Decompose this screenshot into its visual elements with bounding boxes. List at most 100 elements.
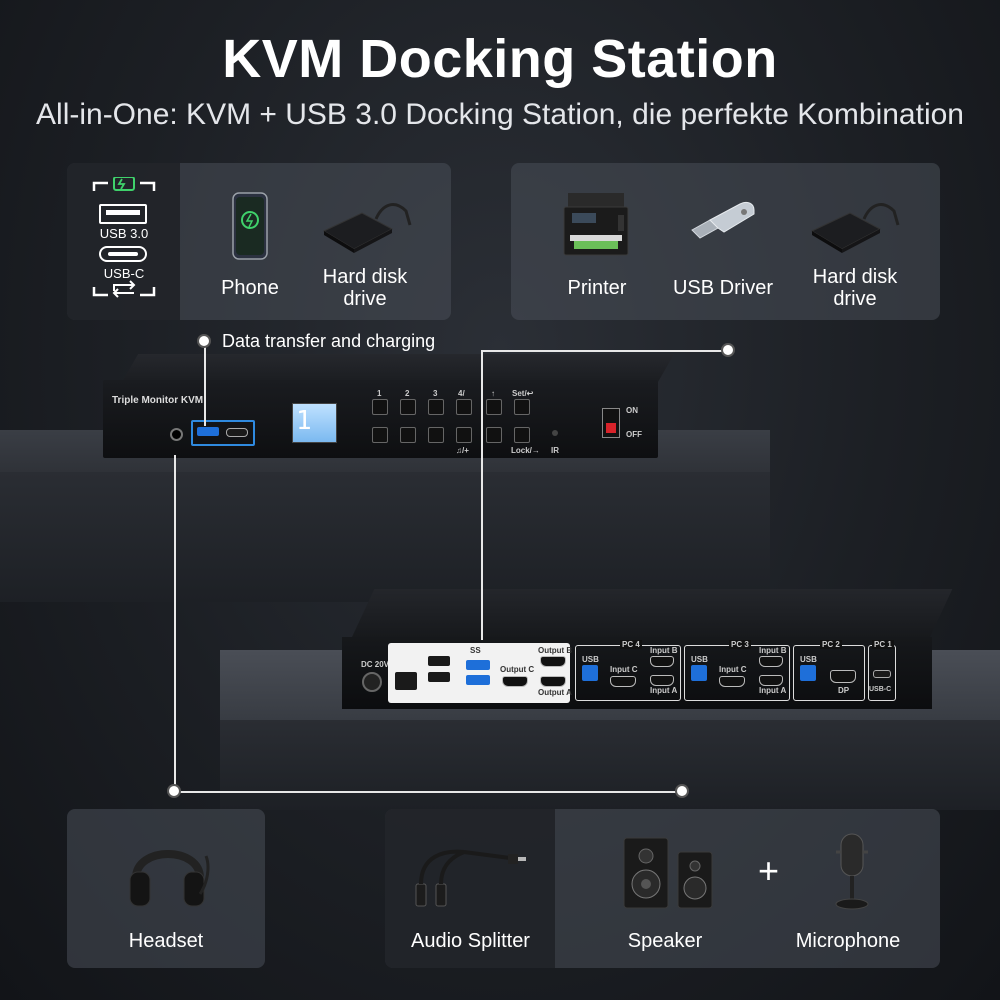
lock-label: Lock/→ xyxy=(511,446,540,455)
connector-line xyxy=(482,350,728,352)
lock-button[interactable] xyxy=(514,427,530,443)
microphone-icon xyxy=(832,832,872,917)
pc4-input-a-label: Input A xyxy=(650,686,678,695)
pc2-dp-port xyxy=(830,670,856,683)
upper-step xyxy=(0,472,770,602)
pc4-usb-label: USB xyxy=(582,655,599,664)
usb-button[interactable] xyxy=(486,427,502,443)
usb3-label: USB 3.0 xyxy=(99,226,149,241)
dock-ports-panel xyxy=(388,643,570,703)
pc2-label: PC 2 xyxy=(820,640,842,649)
pc1-audio-button[interactable] xyxy=(372,427,388,443)
pc4-input-b-label: Input B xyxy=(650,646,678,655)
dc-label: DC 20V xyxy=(361,660,390,669)
pc3-label: PC 3 xyxy=(729,640,751,649)
output-c-label: Output C xyxy=(500,665,535,674)
pc3-input-c-port xyxy=(719,676,745,687)
pc3-usb-label: USB xyxy=(691,655,708,664)
ss-label: SS xyxy=(470,646,481,655)
pc3-audio-button[interactable] xyxy=(428,427,444,443)
data-transfer-callout: Data transfer and charging xyxy=(222,331,436,351)
btn-number-set: Set/↩ xyxy=(512,389,534,398)
headset-jack xyxy=(170,428,183,441)
printer-label: Printer xyxy=(567,277,627,299)
kvm-back-top xyxy=(352,589,953,637)
btn-number-4: 4/ xyxy=(458,389,465,398)
pc3-input-b-label: Input B xyxy=(759,646,787,655)
hdd-label-left: Hard disk drive xyxy=(322,266,408,310)
pc4-label: PC 4 xyxy=(620,640,642,649)
external-hdd-icon xyxy=(808,195,900,260)
ir-sensor xyxy=(552,430,558,436)
btn-number-up: ↑ xyxy=(491,389,495,398)
pc3-input-a-port xyxy=(759,675,783,686)
usb-flash-drive-icon xyxy=(688,200,758,249)
page-subtitle: All-in-One: KVM + USB 3.0 Docking Statio… xyxy=(36,98,964,131)
audio-splitter-label: Audio Splitter xyxy=(411,930,530,952)
pc4-button[interactable] xyxy=(456,399,472,415)
connector-line xyxy=(481,350,483,640)
connector-line xyxy=(174,791,682,793)
headset-icon xyxy=(126,832,210,917)
pc1-label: PC 1 xyxy=(872,640,894,649)
lcd-digit: 1 xyxy=(296,406,312,436)
headset-label: Headset xyxy=(128,930,204,952)
connector-dot xyxy=(721,343,735,357)
pc4-input-b-port xyxy=(650,656,674,667)
connector-line xyxy=(204,342,206,426)
audio-plus-label: ♫/+ xyxy=(456,446,469,455)
pc4-input-c-label: Input C xyxy=(610,665,638,674)
pc2-audio-button[interactable] xyxy=(400,427,416,443)
audio-plus-button[interactable] xyxy=(456,427,472,443)
switch-off-label: OFF xyxy=(626,430,642,439)
plus-sign: + xyxy=(758,850,780,891)
output-a-label: Output A xyxy=(538,688,572,697)
usb-driver-label: USB Driver xyxy=(672,277,773,299)
power-switch[interactable] xyxy=(602,408,620,438)
smartphone-icon xyxy=(232,192,268,265)
pc1-button[interactable] xyxy=(372,399,388,415)
connector-line xyxy=(174,455,176,792)
usbc-label: USB-C xyxy=(103,266,145,281)
microphone-label: Microphone xyxy=(795,930,901,952)
output-b-hdmi xyxy=(540,656,566,667)
pc3-button[interactable] xyxy=(428,399,444,415)
pc3-input-b-port xyxy=(759,656,783,667)
printer-icon xyxy=(560,191,632,266)
audio-splitter-icon xyxy=(414,836,526,917)
ir-label: IR xyxy=(551,446,559,455)
bottom-left-card xyxy=(67,809,265,968)
btn-number-2: 2 xyxy=(405,389,410,398)
phone-label: Phone xyxy=(221,277,279,299)
usb3-port-1 xyxy=(466,660,490,670)
connector-dot xyxy=(675,784,689,798)
pc4-input-c-port xyxy=(610,676,636,687)
pc3-input-c-label: Input C xyxy=(719,665,747,674)
hdd-label-right: Hard disk drive xyxy=(812,266,898,310)
speaker-icon xyxy=(622,832,714,915)
btn-number-1: 1 xyxy=(377,389,382,398)
connector-dot xyxy=(197,334,211,348)
up-button[interactable] xyxy=(486,399,502,415)
set-button[interactable] xyxy=(514,399,530,415)
pc2-usb-label: USB xyxy=(800,655,817,664)
switch-on-label: ON xyxy=(626,406,638,415)
usb-ports-icon xyxy=(86,176,162,301)
usb3-port-2 xyxy=(466,675,490,685)
output-a-hdmi xyxy=(540,676,566,687)
ethernet-port xyxy=(395,672,417,690)
external-hdd-icon xyxy=(320,195,412,260)
front-usb-ports xyxy=(191,420,255,446)
pc3-usb-b-port xyxy=(691,665,707,681)
usb-a-port-1 xyxy=(428,656,450,666)
pc2-usb-b-port xyxy=(800,665,816,681)
pc4-usb-b-port xyxy=(582,665,598,681)
pc1-usbc-label: USB-C xyxy=(869,686,892,693)
output-b-label: Output B xyxy=(538,646,573,655)
usb-a-port-2 xyxy=(428,672,450,682)
page-title: KVM Docking Station xyxy=(222,29,778,89)
pc2-button[interactable] xyxy=(400,399,416,415)
output-c-hdmi xyxy=(502,676,528,687)
pc3-input-a-label: Input A xyxy=(759,686,787,695)
kvm-model-label: Triple Monitor KVM xyxy=(112,395,204,406)
